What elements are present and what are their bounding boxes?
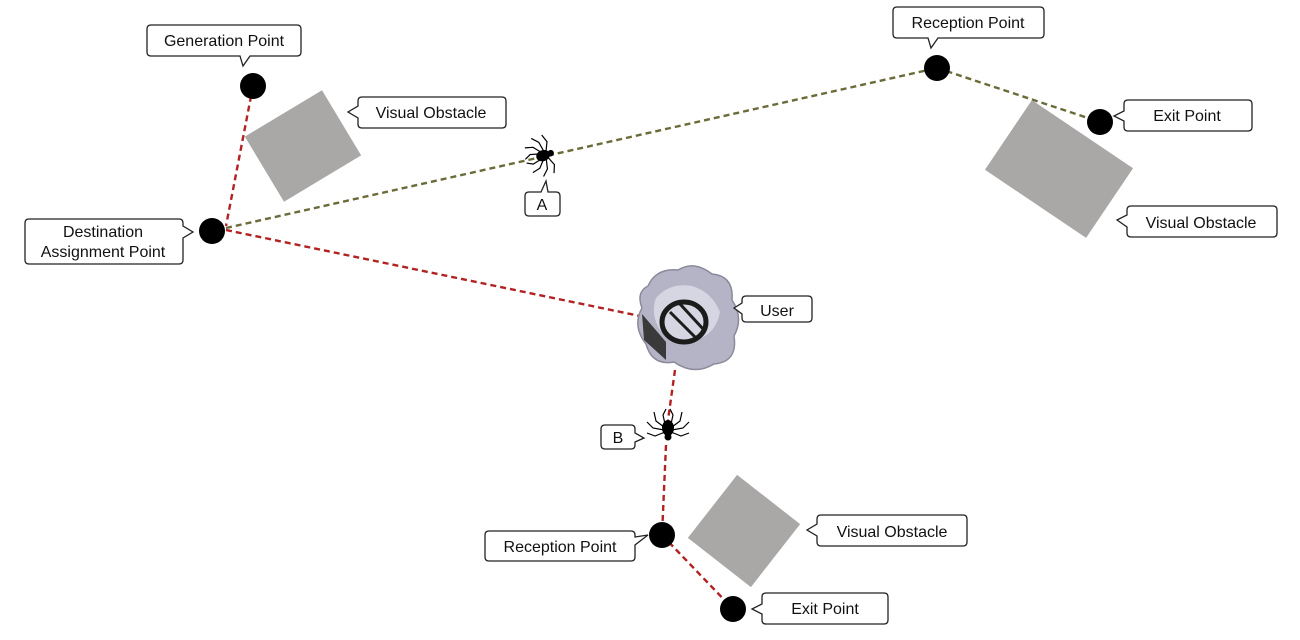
callout-visual-obstacle-3: Visual Obstacle <box>805 514 968 547</box>
exit-point-bottom-label: Exit Point <box>791 601 859 618</box>
callout-user: User <box>732 295 813 323</box>
callout-generation-point: Generation Point <box>146 24 302 68</box>
path-spider-b-to-reception-bottom <box>660 444 668 536</box>
visual-obstacle-3-label: Visual Obstacle <box>837 524 948 541</box>
spider-icon <box>646 408 690 441</box>
callout-spider-a: A <box>524 178 561 217</box>
user-label: User <box>760 303 794 320</box>
exit-point-top-node <box>1087 109 1113 135</box>
reception-point-top-node <box>924 55 950 81</box>
exit-point-bottom-node <box>720 596 746 622</box>
spider-b-label: B <box>613 430 624 447</box>
path-reception-to-exit-top <box>936 66 1101 124</box>
callout-spider-b: B <box>600 424 646 450</box>
path-reception-to-exit-bottom <box>661 534 734 610</box>
callout-reception-point-bottom: Reception Point <box>484 530 649 562</box>
visual-obstacle-1-label: Visual Obstacle <box>376 105 487 122</box>
callout-exit-point-top: Exit Point <box>1112 99 1253 132</box>
path-generation-to-destination <box>224 85 255 227</box>
visual-obstacle-2-label: Visual Obstacle <box>1146 215 1257 232</box>
exit-point-top-label: Exit Point <box>1153 108 1221 125</box>
generation-point-node <box>240 73 266 99</box>
spider-icon <box>524 134 556 177</box>
path-destination-to-reception-top <box>225 66 938 230</box>
path-user-to-spider-b <box>666 369 677 421</box>
visual-obstacle-2 <box>984 100 1134 238</box>
visual-obstacle-3 <box>687 474 801 588</box>
reception-point-bottom-node <box>649 522 675 548</box>
generation-point-label: Generation Point <box>164 33 285 50</box>
spider-a-label: A <box>537 197 548 214</box>
visual-obstacle-1 <box>244 90 362 202</box>
path-lines <box>224 66 1101 610</box>
destination-assignment-point-node <box>199 218 225 244</box>
callout-visual-obstacle-2: Visual Obstacle <box>1115 205 1278 238</box>
path-destination-to-user <box>225 228 641 318</box>
destination-label-line1: Destination <box>63 224 143 241</box>
reception-point-top-label: Reception Point <box>912 15 1026 32</box>
callout-visual-obstacle-1: Visual Obstacle <box>346 96 507 129</box>
destination-label-line2: Assignment Point <box>41 244 166 261</box>
callout-destination-assignment-point: Destination Assignment Point <box>24 218 195 265</box>
callout-reception-point-top: Reception Point <box>892 6 1045 50</box>
reception-point-bottom-label: Reception Point <box>504 539 618 556</box>
callout-exit-point-bottom: Exit Point <box>750 592 889 625</box>
user-avatar-icon <box>637 265 740 371</box>
